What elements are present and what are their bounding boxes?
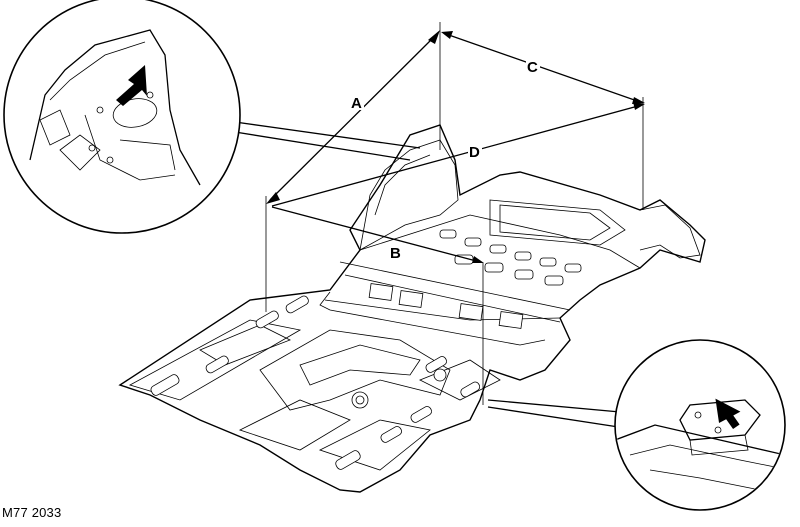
locator-arrow-left xyxy=(116,65,147,106)
leader-lines xyxy=(234,121,626,429)
label-c: C xyxy=(527,59,538,76)
arrowhead-c-right xyxy=(632,97,645,104)
detail-circle-right xyxy=(614,339,786,511)
figure-code: M77 2033 xyxy=(2,505,62,520)
label-d: D xyxy=(469,144,480,161)
arrowhead-d-right xyxy=(633,102,645,110)
floor-pan-assembly xyxy=(118,124,706,493)
dimension-d-line xyxy=(271,105,639,207)
label-a: A xyxy=(351,95,362,112)
arrowhead-c-left xyxy=(441,31,453,39)
dimension-a-line xyxy=(269,34,437,201)
arrowhead-a-bottom xyxy=(266,192,280,204)
locator-arrow-right xyxy=(715,398,741,430)
dimension-labels: A C D B xyxy=(350,57,540,262)
dimension-lines xyxy=(265,22,645,405)
arrowhead-b-right xyxy=(472,256,484,263)
arrowhead-a-top xyxy=(428,30,440,44)
dimension-b-line xyxy=(271,206,481,263)
detail-circle-left xyxy=(3,0,241,234)
dimension-c-line xyxy=(445,33,641,103)
label-b: B xyxy=(390,245,401,262)
